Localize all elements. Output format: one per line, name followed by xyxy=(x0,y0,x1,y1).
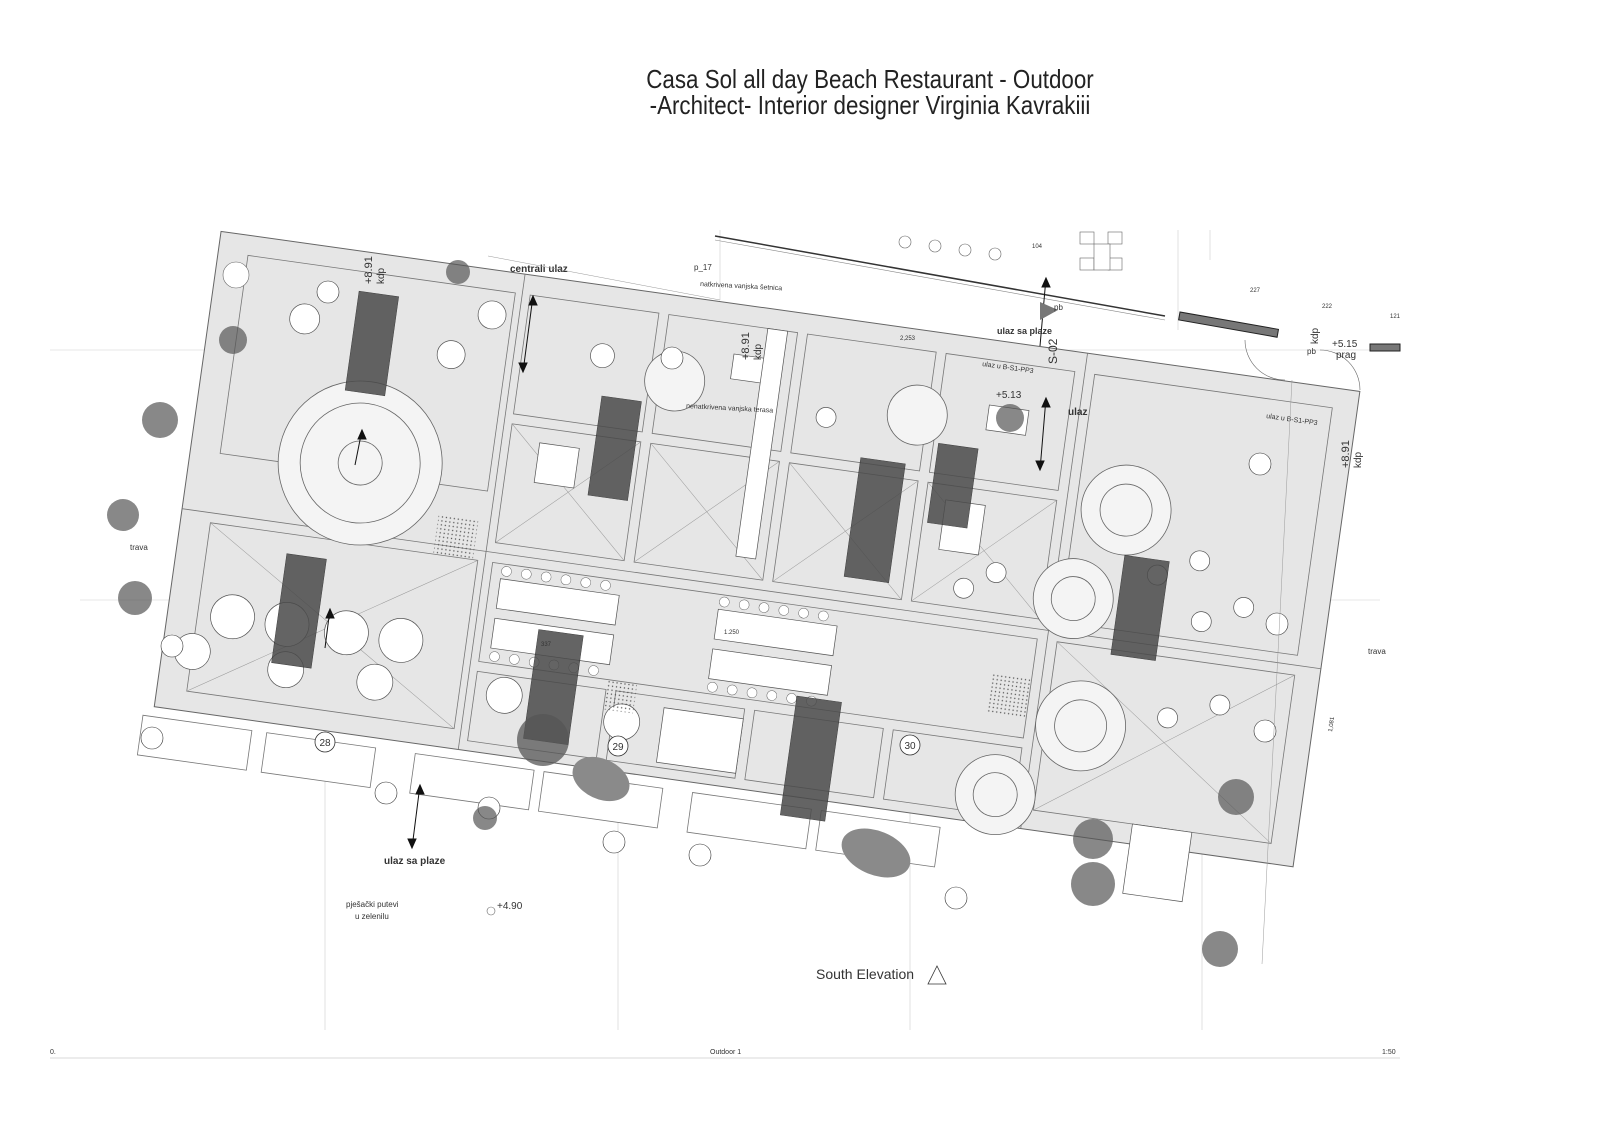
label-uncovered-terrace: nenatkrivena vanjska terasa xyxy=(686,403,774,415)
dim-222: 222 xyxy=(1322,304,1333,310)
grid-marker-28: 28 xyxy=(319,738,331,749)
dotted-beds xyxy=(433,514,1032,719)
plan-body xyxy=(136,230,1361,903)
level-kdp-1-unit: kdp xyxy=(376,267,387,284)
level-kdp-4-unit: kdp xyxy=(1310,327,1321,344)
label-covered-walkway: natkrivena vanjska šetnica xyxy=(700,281,782,292)
grid-marker-30: 30 xyxy=(904,741,916,752)
shrubs xyxy=(140,280,1289,910)
grid-marker-29: 29 xyxy=(612,742,624,753)
label-section-mark: S-02 xyxy=(1046,338,1060,364)
dim-1250: 1.250 xyxy=(724,630,740,636)
pond-left xyxy=(572,756,630,802)
dim-121: 121 xyxy=(1390,314,1401,320)
label-beach-entrance-bottom: ulaz sa plaze xyxy=(384,856,446,867)
level-490: +4.90 xyxy=(497,901,523,912)
label-footpaths-2: u zelenilu xyxy=(355,912,389,921)
label-beach-entrance-top: ulaz sa plaze xyxy=(997,326,1052,336)
neighbour-furniture xyxy=(222,231,1361,391)
elevation-triangle-icon xyxy=(927,965,947,985)
label-entrance: ulaz xyxy=(1068,407,1087,418)
label-footpaths-1: pješački putevi xyxy=(346,900,399,909)
planter-beds xyxy=(271,290,1170,822)
section-arrow-icon xyxy=(1040,302,1058,320)
dim-2253: 2,253 xyxy=(900,336,916,342)
dim-337: 337 xyxy=(541,642,552,648)
footer-center: Outdoor 1 xyxy=(710,1049,741,1056)
dim-104: 104 xyxy=(1032,244,1043,250)
label-grass-left: trava xyxy=(130,543,148,552)
label-grass-right: trava xyxy=(1368,647,1386,656)
dimensions: 104 2,253 337 1.250 227 222 121 1,081 xyxy=(487,244,1401,965)
label-central-entrance: centrali ulaz xyxy=(510,264,568,275)
drawing-title-line2: -Architect- Interior designer Virginia K… xyxy=(649,90,1091,120)
level-kdp-3: +8.91 xyxy=(1340,440,1352,468)
grid-markers: 28 29 30 xyxy=(314,731,921,757)
pond-right xyxy=(841,828,911,878)
level-515: +5.15 xyxy=(1332,339,1358,350)
top-fence xyxy=(714,235,1401,352)
level-kdp-1: +8.91 xyxy=(363,256,375,284)
pavilions xyxy=(277,350,1172,836)
entry-arrows xyxy=(324,276,1051,850)
footer-left: 0. xyxy=(50,1049,56,1056)
label-south-elevation: South Elevation xyxy=(816,966,914,982)
dim-1081: 1,081 xyxy=(1328,716,1336,732)
level-kdp-2-unit: kdp xyxy=(753,343,764,360)
drawing-title-line1: Casa Sol all day Beach Restaurant - Outd… xyxy=(646,64,1094,94)
spiky-plants xyxy=(107,260,1254,967)
label-prag: prag xyxy=(1336,350,1356,361)
label-pb-1: pb xyxy=(1054,303,1063,312)
label-p17: p_17 xyxy=(694,263,712,272)
level-kdp-3-unit: kdp xyxy=(1353,451,1364,468)
furniture xyxy=(173,300,1255,903)
level-marks: +8.91 kdp +8.91 kdp +8.91 kdp kdp +5.13 … xyxy=(363,256,1364,916)
label-pb-2: pb xyxy=(1307,347,1316,356)
footer-right: 1:50 xyxy=(1382,1049,1396,1056)
level-kdp-2: +8.91 xyxy=(740,332,752,360)
dim-227: 227 xyxy=(1250,288,1261,294)
level-513: +5.13 xyxy=(996,390,1022,401)
